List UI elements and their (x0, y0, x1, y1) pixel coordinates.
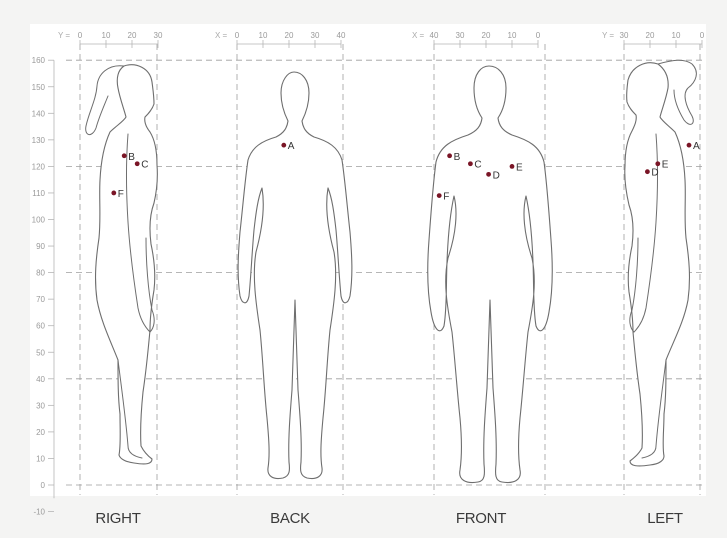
view-label-back: BACK (270, 510, 310, 527)
y-tick-label: 120 (32, 162, 46, 171)
marker-dot (687, 143, 692, 148)
x-tick-label: 40 (337, 31, 346, 40)
marker-label: C (474, 160, 481, 171)
y-tick-label: 40 (36, 375, 45, 384)
marker-dot (122, 153, 127, 158)
x-tick-label: 0 (78, 31, 83, 40)
marker-label: E (662, 160, 669, 171)
view-labels: RIGHT BACK FRONT LEFT (95, 510, 682, 527)
marker-dot (468, 161, 473, 166)
x-tick-label: 0 (700, 31, 705, 40)
marker-label: B (128, 152, 135, 163)
marker-label: F (443, 192, 449, 203)
marker-dot (135, 161, 140, 166)
marker-label: F (118, 189, 124, 200)
x-tick-label: 30 (154, 31, 163, 40)
x-tick-label: 20 (482, 31, 491, 40)
marker-dot (510, 164, 515, 169)
y-tick-label: 50 (36, 348, 45, 357)
marker-dot (655, 161, 660, 166)
x-tick-label: 30 (311, 31, 320, 40)
y-tick-label: 10 (36, 454, 45, 463)
y-tick-label: 90 (36, 242, 45, 251)
x-tick-label: 0 (536, 31, 541, 40)
x-tick-label: 30 (456, 31, 465, 40)
marker-dot (437, 193, 442, 198)
y-tick-label: 110 (32, 189, 45, 198)
x-tick-label: 0 (235, 31, 240, 40)
marker-dot (486, 172, 491, 177)
y-tick-label: 0 (41, 481, 46, 490)
marker-dot (447, 153, 452, 158)
x-tick-label: 40 (430, 31, 439, 40)
x-tick-label: 20 (285, 31, 294, 40)
y-tick-label: 150 (32, 83, 46, 92)
x-scale-prefix: Y = (602, 31, 614, 40)
y-tick-label: 20 (36, 428, 45, 437)
x-tick-label: 10 (102, 31, 111, 40)
y-tick-label: 80 (36, 269, 45, 278)
x-scale-prefix: Y = (58, 31, 70, 40)
view-label-right: RIGHT (95, 510, 140, 527)
y-tick-label: 160 (32, 56, 46, 65)
x-tick-label: 10 (259, 31, 268, 40)
marker-label: D (493, 170, 500, 181)
x-scale-prefix: X = (412, 31, 425, 40)
marker-label: A (288, 141, 295, 152)
marker-dot (111, 191, 116, 196)
marker-dot (645, 169, 650, 174)
x-tick-label: 10 (508, 31, 517, 40)
x-tick-label: 20 (128, 31, 137, 40)
y-tick-label: -10 (33, 508, 45, 517)
marker-label: E (516, 162, 523, 173)
x-scale-prefix: X = (215, 31, 228, 40)
marker-label: D (651, 168, 658, 179)
marker-label: C (141, 160, 148, 171)
y-tick-label: 70 (36, 295, 45, 304)
view-label-front: FRONT (456, 510, 506, 527)
x-tick-label: 10 (672, 31, 681, 40)
y-tick-label: 130 (32, 136, 46, 145)
marker-label: B (454, 152, 461, 163)
y-tick-label: 30 (36, 401, 45, 410)
x-tick-label: 30 (620, 31, 629, 40)
y-tick-label: 140 (32, 109, 46, 118)
marker-dot (281, 143, 286, 148)
marker-label: A (693, 141, 700, 152)
y-tick-label: 60 (36, 322, 45, 331)
view-label-left: LEFT (647, 510, 683, 527)
x-tick-label: 20 (646, 31, 655, 40)
y-tick-label: 100 (32, 216, 46, 225)
